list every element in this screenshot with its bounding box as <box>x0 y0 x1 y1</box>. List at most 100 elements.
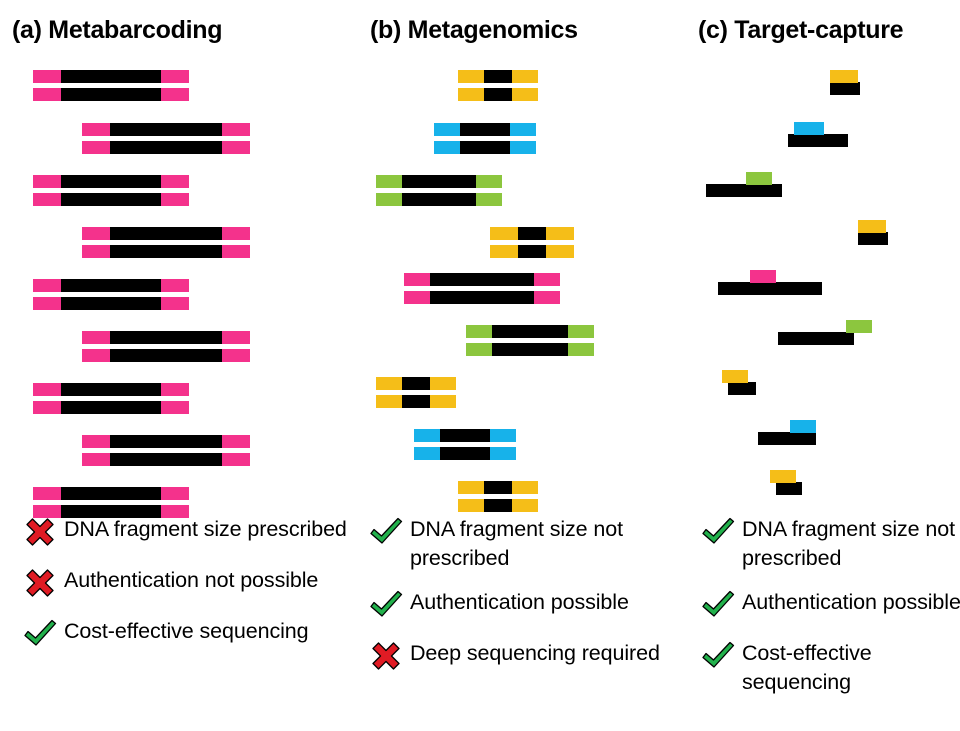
dna-core-segment <box>110 141 222 154</box>
dna-read <box>404 273 560 286</box>
adapter-segment-left <box>404 273 430 286</box>
adapter-segment-left <box>376 175 402 188</box>
adapter-segment-left <box>82 331 110 344</box>
captured-fragment <box>690 122 960 148</box>
adapter-segment-right <box>161 175 189 188</box>
dna-core-segment <box>858 232 888 245</box>
dna-core-segment <box>61 70 161 83</box>
adapter-segment-left <box>33 383 61 396</box>
adapter-segment-left <box>82 245 110 258</box>
dna-read <box>490 245 574 258</box>
feature-bullet: DNA fragment size prescribed <box>22 514 352 550</box>
dna-read <box>434 123 536 136</box>
adapter-segment-right <box>222 245 250 258</box>
adapter-segment-right <box>512 70 538 83</box>
dna-fragment-pair <box>82 227 250 258</box>
dna-core-segment <box>776 482 802 495</box>
dna-read <box>33 383 189 396</box>
dna-read <box>82 123 250 136</box>
adapter-segment-left <box>414 429 440 442</box>
feature-bullet-label: Cost-effective sequencing <box>64 619 309 643</box>
adapter-segment-right <box>430 377 456 390</box>
check-icon <box>22 616 58 652</box>
adapter-segment-right <box>161 383 189 396</box>
adapter-segment-right <box>222 141 250 154</box>
dna-core-segment <box>430 291 534 304</box>
panel-a-title: (a) Metabarcoding <box>12 16 223 44</box>
dna-read <box>33 487 189 500</box>
dna-fragment-pair <box>466 325 594 356</box>
dna-core-segment <box>402 175 476 188</box>
dna-read <box>414 447 516 460</box>
captured-fragment <box>690 270 960 296</box>
adapter-segment-right <box>476 193 502 206</box>
dna-core-segment <box>61 401 161 414</box>
dna-core-segment <box>110 331 222 344</box>
adapter-segment-right <box>568 325 594 338</box>
adapter-segment-right <box>222 453 250 466</box>
dna-core-segment <box>758 432 816 445</box>
feature-bullet-label: Deep sequencing required <box>410 641 660 666</box>
dna-fragment-pair <box>33 70 189 101</box>
dna-core-segment <box>484 499 512 512</box>
dna-fragment-pair <box>82 331 250 362</box>
dna-fragment-pair <box>458 481 538 512</box>
adapter-segment-right <box>222 331 250 344</box>
adapter-segment-left <box>466 325 492 338</box>
dna-core-segment <box>61 297 161 310</box>
feature-bullet: DNA fragment size not prescribed <box>368 514 688 572</box>
adapter-segment-right <box>534 291 560 304</box>
adapter-segment-left <box>466 343 492 356</box>
dna-core-segment <box>110 349 222 362</box>
dna-core-segment <box>402 377 430 390</box>
panel-a-fragment-diagram <box>0 60 360 518</box>
panel-metabarcoding: (a) Metabarcoding DNA fragment size pres… <box>0 0 360 731</box>
feature-bullet: Cost-effective sequencing <box>700 638 960 696</box>
adapter-segment-left <box>490 245 518 258</box>
adapter-segment-left <box>82 141 110 154</box>
adapter-segment-left <box>414 447 440 460</box>
dna-read <box>458 499 538 512</box>
dna-core-segment <box>110 453 222 466</box>
adapter-segment-left <box>33 88 61 101</box>
feature-bullet: DNA fragment size not prescribed <box>700 514 960 572</box>
adapter-segment-left <box>458 70 484 83</box>
adapter-segment-right <box>510 141 536 154</box>
dna-core-segment <box>518 245 546 258</box>
dna-core-segment <box>61 279 161 292</box>
adapter-segment-right <box>430 395 456 408</box>
panel-b-fragment-diagram <box>360 60 690 512</box>
adapter-segment-right <box>546 245 574 258</box>
adapter-segment-right <box>222 349 250 362</box>
adapter-segment-left <box>33 505 61 518</box>
dna-read <box>33 88 189 101</box>
dna-read <box>82 227 250 240</box>
captured-fragment <box>690 70 960 96</box>
panel-target-capture: (c) Target-capture DNA fragment size not… <box>690 0 960 731</box>
check-icon <box>368 587 404 623</box>
adapter-segment-left <box>434 141 460 154</box>
dna-core-segment <box>830 82 860 95</box>
adapter-segment-left <box>458 499 484 512</box>
dna-read <box>33 297 189 310</box>
adapter-segment-left <box>404 291 430 304</box>
captured-fragment <box>690 470 960 496</box>
dna-read <box>466 343 594 356</box>
dna-core-segment <box>110 435 222 448</box>
dna-core-segment <box>61 505 161 518</box>
check-icon <box>700 514 736 550</box>
dna-fragment-pair <box>33 279 189 310</box>
dna-read <box>376 175 502 188</box>
dna-core-segment <box>484 481 512 494</box>
feature-bullet: Authentication possible <box>700 587 960 623</box>
dna-read <box>82 245 250 258</box>
feature-bullet: Cost-effective sequencing <box>22 616 352 652</box>
dna-read <box>82 349 250 362</box>
dna-read <box>376 193 502 206</box>
check-icon <box>700 638 736 674</box>
dna-core-segment <box>110 245 222 258</box>
dna-core-segment <box>492 325 568 338</box>
panel-c-fragment-diagram <box>690 60 960 500</box>
capture-probe-segment <box>790 420 816 433</box>
captured-fragment <box>690 172 960 198</box>
